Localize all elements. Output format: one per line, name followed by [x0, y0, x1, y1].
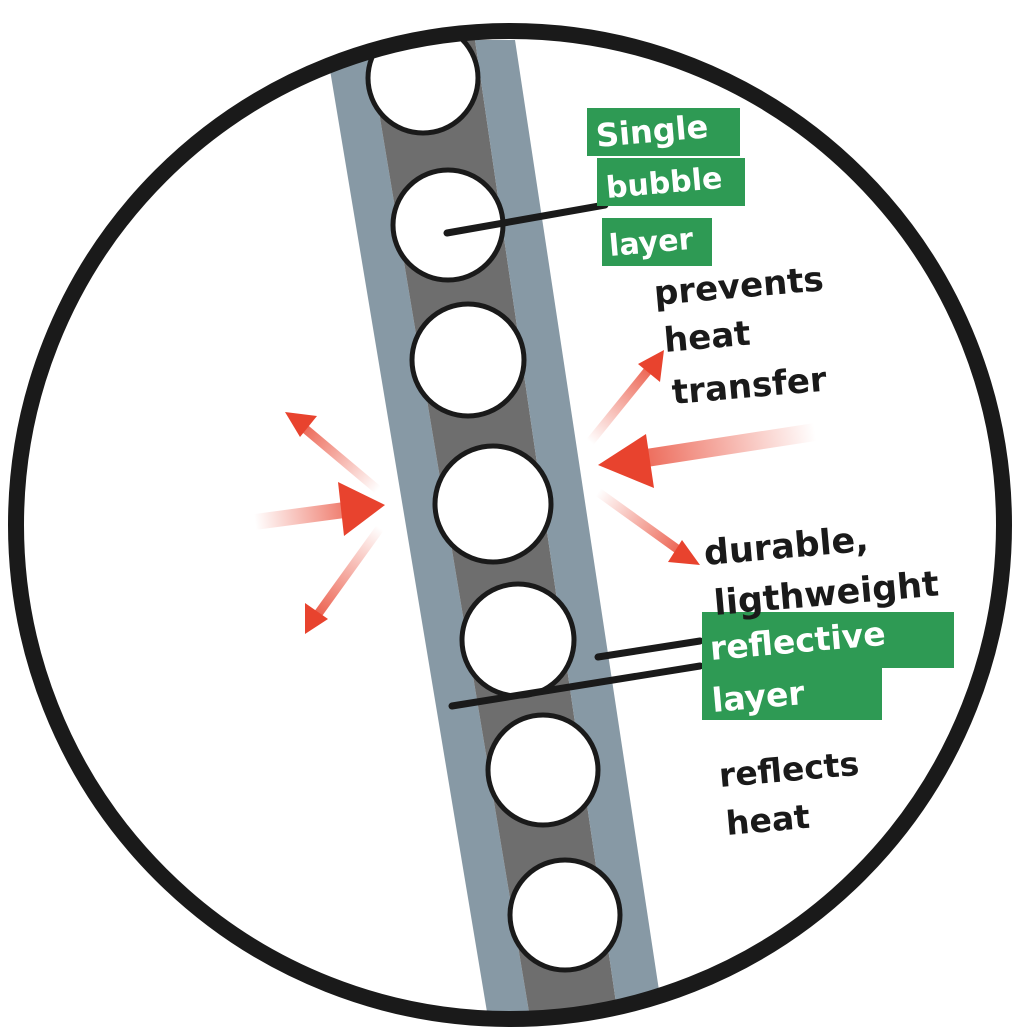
heat-arrow-head — [598, 434, 654, 488]
reflective-leader-line — [594, 637, 704, 661]
heat-arrow-icon — [253, 501, 354, 530]
heat-arrow-icon — [595, 488, 683, 555]
bubble-leader-line — [443, 201, 609, 237]
bubble-layer-tag: Single bubble layer — [587, 107, 745, 266]
insulation-strip — [325, 31, 665, 1019]
description-text: transfer — [670, 360, 828, 413]
durable-description: durable, ligthweight — [702, 520, 940, 624]
bubbles — [365, 31, 623, 973]
heat-arrow-head — [668, 540, 700, 565]
description-text: prevents — [652, 259, 825, 314]
heat-arrow-icon — [638, 423, 817, 468]
tag-text: layer — [710, 673, 807, 720]
heat-arrow-head — [285, 412, 317, 437]
tag-box — [587, 108, 740, 156]
tag-box — [602, 218, 712, 266]
heat-arrow-head — [338, 482, 385, 536]
heat-arrow-icon — [300, 423, 381, 494]
description-text: heat — [724, 797, 811, 843]
description-text: heat — [662, 314, 752, 361]
tag-box — [597, 158, 745, 206]
bubble — [432, 443, 554, 565]
bubble-description: prevents heat transfer — [652, 259, 828, 413]
heat-arrows-right — [586, 350, 817, 565]
tag-box — [702, 612, 954, 668]
heat-arrow-icon — [314, 525, 384, 617]
tag-box — [702, 665, 882, 720]
bubble — [507, 857, 623, 973]
heat-arrow-head — [305, 603, 328, 634]
leader-lines — [443, 201, 704, 710]
right-foil-layer — [475, 40, 665, 1019]
bubble — [409, 301, 527, 419]
heat-arrow-head — [638, 350, 664, 382]
bubble — [485, 712, 601, 828]
circle-frame — [8, 23, 1012, 1027]
description-text: durable, — [702, 520, 870, 574]
reflective-leader-line — [448, 662, 704, 710]
bubble — [459, 581, 577, 699]
left-foil-layer — [325, 40, 532, 1019]
reflective-layer-tag: reflective layer — [702, 612, 954, 720]
reflective-description: reflects heat — [717, 744, 860, 843]
heat-arrow-icon — [586, 365, 654, 445]
description-text: reflects — [717, 744, 860, 795]
tag-text: layer — [608, 222, 695, 264]
heat-arrows-left — [253, 412, 385, 634]
